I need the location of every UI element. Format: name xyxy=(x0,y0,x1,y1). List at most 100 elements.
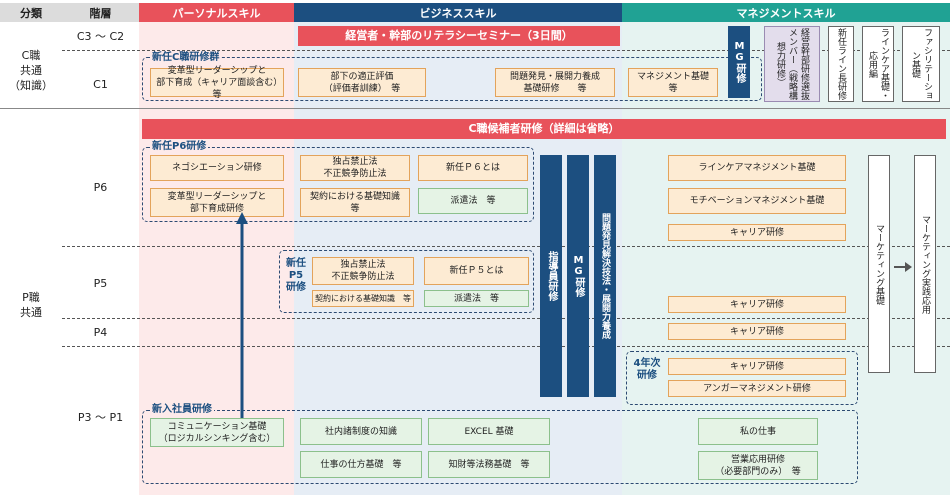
p6-contract-box[interactable]: 契約における基礎知識 等 xyxy=(300,188,410,217)
career-training-p5[interactable]: キャリア研修 xyxy=(668,296,846,313)
negotiation-training[interactable]: ネゴシエーション研修 xyxy=(150,155,284,181)
fourth-year-label-line2: 研修 xyxy=(637,370,657,381)
new-p5-training-group xyxy=(279,250,534,313)
c1-evaluation-box[interactable]: 部下の適正評価 （評価者訓練） 等 xyxy=(298,68,426,97)
business-skill-header: ビジネススキル xyxy=(294,3,622,22)
motivation-mgmt-basic[interactable]: モチベーションマネジメント基礎 xyxy=(668,188,846,214)
what-is-p5-box[interactable]: 新任Ｐ５とは xyxy=(424,257,529,285)
c1-problem-box[interactable]: 問題発見・展開力養成 基礎研修 等 xyxy=(495,68,615,97)
p6-antimonopoly-line2: 不正競争防止法 xyxy=(323,169,387,179)
exec-selected-training[interactable]: 経営幹部研修選抜メンバー（戦略構想力研修） xyxy=(764,26,820,102)
p5-antimonopoly-line1: 独占禁止法 xyxy=(340,260,386,270)
level-header: 階層 xyxy=(62,3,139,22)
p5-contract-box[interactable]: 契約における基礎知識 等 xyxy=(312,290,414,307)
p5-label-line2: P5 xyxy=(288,270,304,281)
c1-evaluation-line2: （評価者訓練） 等 xyxy=(323,83,401,94)
row-divider-p5-p4 xyxy=(62,318,950,319)
p6-antimonopoly-line1: 独占禁止法 xyxy=(332,157,378,167)
new-hire-training-group-label: 新入社員研修 xyxy=(150,404,214,416)
linecare-mgmt-basic[interactable]: ラインケアマネジメント基礎 xyxy=(668,155,846,181)
p6-dispatch-law-box[interactable]: 派遣法 等 xyxy=(418,188,528,214)
level-p6: P6 xyxy=(93,181,108,194)
category-c-line3: （知識） xyxy=(9,79,53,92)
level-p5: P5 xyxy=(93,277,108,290)
p6-antimonopoly-box[interactable]: 独占禁止法 不正競争防止法 xyxy=(300,155,410,181)
category-c-label: C職 共通 （知識） xyxy=(0,48,62,93)
c-mg-training-bar[interactable]: MG研修 xyxy=(728,26,750,98)
c-candidate-training[interactable]: C職候補者研修（詳細は省略） xyxy=(142,119,946,139)
internal-rules-box[interactable]: 社内諸制度の知識 xyxy=(300,418,422,445)
new-p5-training-group-label: 新任 P5 研修 xyxy=(284,258,308,294)
category-p-label: P職 共通 xyxy=(0,290,62,320)
marketing-arrow-icon xyxy=(893,258,913,272)
p5-antimonopoly-box[interactable]: 独占禁止法 不正競争防止法 xyxy=(312,257,414,285)
work-basics-box[interactable]: 仕事の仕方基礎 等 xyxy=(300,451,422,478)
level-c1: C1 xyxy=(93,78,108,91)
communication-line1: コミュニケーション基礎 xyxy=(167,421,267,432)
executive-literacy-seminar[interactable]: 経営者・幹部のリテラシーセミナー（3日間） xyxy=(298,26,620,46)
growth-arrow-icon xyxy=(236,212,248,420)
new-line-manager-training[interactable]: 新任ライン長研修 xyxy=(828,26,854,102)
new-p6-training-group xyxy=(142,147,534,222)
communication-basic-box[interactable]: コミュニケーション基礎 （ロジカルシンキング含む） xyxy=(150,418,284,447)
management-skill-header: マネジメントスキル xyxy=(622,3,950,22)
c1-mgmt-basic-line1: マネジメント基礎 xyxy=(636,71,709,82)
problem-solving-bar[interactable]: 問題発見解決技法・展開力養成 xyxy=(594,155,616,397)
p6-leadership-line2: 部下育成研修 xyxy=(189,203,244,214)
row-divider-c3-c1 xyxy=(62,50,950,51)
career-training-4th-year[interactable]: キャリア研修 xyxy=(668,358,846,375)
new-c-training-group xyxy=(142,57,762,101)
category-c-line1: C職 xyxy=(21,49,41,62)
c1-leadership-line2: 部下育成（キャリア面談含む） 等 xyxy=(156,77,287,100)
p5-antimonopoly-line2: 不正競争防止法 xyxy=(331,272,395,282)
c1-leadership-box[interactable]: 変革型リーダーシップと 部下育成（キャリア面談含む） 等 xyxy=(150,65,287,100)
fourth-year-label-line1: 4年次 xyxy=(633,358,661,369)
fourth-year-training-group xyxy=(626,351,858,405)
instructor-training-bar[interactable]: 指導員研修 xyxy=(540,155,562,397)
marketing-basic-box[interactable]: マーケティング基礎 xyxy=(868,155,890,373)
p6-leadership-box[interactable]: 変革型リーダーシップと 部下育成研修 xyxy=(150,188,284,217)
my-job-box[interactable]: 私の仕事 xyxy=(698,418,818,445)
anger-management-training[interactable]: アンガーマネジメント研修 xyxy=(668,380,846,397)
p5-label-line1: 新任 xyxy=(286,258,306,269)
new-p6-training-group-label: 新任P6研修 xyxy=(150,141,209,153)
what-is-p6-box[interactable]: 新任Ｐ６とは xyxy=(418,155,528,181)
row-divider-p6-p5 xyxy=(62,246,950,247)
category-header: 分類 xyxy=(0,3,62,22)
sales-applied-box[interactable]: 営業応用研修 （必要部門のみ） 等 xyxy=(698,451,818,480)
c1-mgmt-basic-line2: 等 xyxy=(668,83,678,94)
linecare-applied-training[interactable]: ラインケア基礎・応用編 xyxy=(862,26,894,102)
fourth-year-training-label: 4年次 研修 xyxy=(631,358,663,382)
sales-applied-line2: （必要部門のみ） 等 xyxy=(715,466,801,477)
row-divider-p4-p3 xyxy=(62,346,950,347)
category-p-line1: P職 xyxy=(22,291,40,304)
level-p4: P4 xyxy=(93,326,108,339)
marketing-practice-box[interactable]: マーケティング実践応用 xyxy=(914,155,936,373)
c1-problem-line2: 基礎研修 等 xyxy=(523,83,587,94)
p6-contract-line2: 等 xyxy=(350,203,360,214)
p5-label-line3: 研修 xyxy=(286,282,306,293)
c1-problem-line1: 問題発見・展開力養成 xyxy=(509,71,600,82)
new-hire-training-group xyxy=(142,410,858,484)
p-mg-training-bar[interactable]: MG研修 xyxy=(567,155,589,397)
section-divider-c-p xyxy=(0,108,950,109)
level-c3-c2: C3 〜 C2 xyxy=(76,30,125,43)
excel-basic-box[interactable]: EXCEL 基礎 xyxy=(428,418,550,445)
c1-evaluation-line1: 部下の適正評価 xyxy=(330,71,394,82)
p6-leadership-line1: 変革型リーダーシップと xyxy=(167,191,267,202)
new-c-training-group-label: 新任C職研修群 xyxy=(150,52,222,64)
c1-leadership-line1: 変革型リーダーシップと xyxy=(167,65,267,76)
category-c-line2: 共通 xyxy=(20,64,42,77)
p6-contract-line1: 契約における基礎知識 xyxy=(309,191,400,202)
facilitation-basic-training[interactable]: ファシリテーション基礎 xyxy=(902,26,940,102)
level-p3-p1: P3 〜 P1 xyxy=(77,411,124,424)
communication-line2: （ロジカルシンキング含む） xyxy=(158,433,276,444)
sales-applied-line1: 営業応用研修 xyxy=(730,454,785,465)
p5-dispatch-law-box[interactable]: 派遣法 等 xyxy=(424,290,529,307)
category-p-line2: 共通 xyxy=(20,306,42,319)
c1-mgmt-basic-box[interactable]: マネジメント基礎 等 xyxy=(628,68,718,97)
personal-skill-header: パーソナルスキル xyxy=(139,3,294,22)
career-training-p4[interactable]: キャリア研修 xyxy=(668,323,846,340)
career-training-p6[interactable]: キャリア研修 xyxy=(668,224,846,241)
ip-law-basic-box[interactable]: 知財等法務基礎 等 xyxy=(428,451,550,478)
